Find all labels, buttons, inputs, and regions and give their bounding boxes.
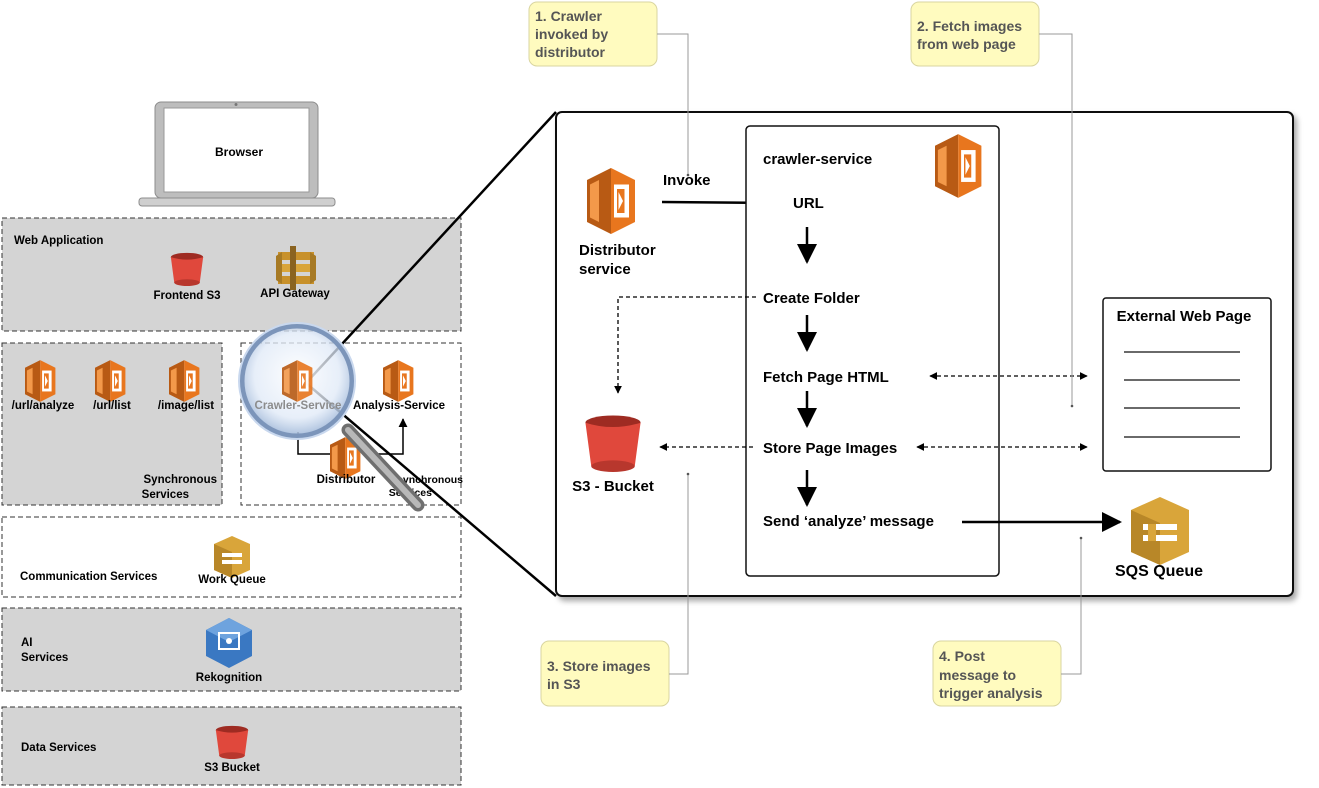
browser-laptop-icon bbox=[138, 101, 336, 207]
api-gateway-icon bbox=[276, 246, 316, 290]
url-list-label: /url/list bbox=[93, 400, 131, 412]
web-application-panel bbox=[1, 217, 462, 332]
url-analyze-lambda-icon bbox=[25, 360, 56, 402]
step-store-images: Store Page Images bbox=[763, 440, 897, 457]
note-1-connector bbox=[657, 33, 689, 175]
frontend-s3-label: Frontend S3 bbox=[153, 290, 220, 302]
step-create-folder: Create Folder bbox=[763, 290, 860, 307]
synchronous-title-line1: Synchronous bbox=[144, 474, 217, 486]
note-3-connector bbox=[669, 474, 689, 675]
step-url: URL bbox=[793, 195, 824, 212]
crawler-service-title: crawler-service bbox=[763, 151, 872, 168]
magnifying-glass-icon bbox=[238, 322, 425, 512]
analysis-service-label: Analysis-Service bbox=[353, 400, 445, 412]
invoke-label: Invoke bbox=[663, 172, 711, 189]
external-web-page-title: External Web Page bbox=[1117, 308, 1252, 325]
s3-bucket-large-label: S3 - Bucket bbox=[572, 478, 654, 495]
note-4-line-3: trigger analysis bbox=[939, 685, 1043, 701]
work-queue-label: Work Queue bbox=[198, 574, 266, 586]
zoom-line-top bbox=[305, 111, 557, 384]
url-analyze-label: /url/analyze bbox=[12, 400, 75, 412]
note-2 bbox=[910, 1, 1040, 67]
step-fetch-html: Fetch Page HTML bbox=[763, 369, 889, 386]
s3-bucket-large-icon bbox=[585, 415, 641, 472]
note-1-dot bbox=[686, 173, 690, 177]
zoom-line-bottom bbox=[305, 382, 557, 597]
ai-title-line2: Services bbox=[21, 652, 68, 664]
frontend-s3-icon bbox=[170, 252, 204, 286]
s3-bucket-label: S3 Bucket bbox=[204, 762, 260, 774]
distributor-label: Distributor bbox=[317, 474, 376, 486]
api-gateway-label: API Gateway bbox=[260, 288, 330, 300]
distributor-service-lambda-icon bbox=[587, 168, 635, 234]
synchronous-title-line2: Services bbox=[142, 489, 189, 501]
rekognition-label: Rekognition bbox=[196, 672, 262, 684]
note-3-dot bbox=[686, 472, 690, 476]
distributor-service-label-line1: Distributor bbox=[579, 242, 656, 259]
distributor-service-label-line2: service bbox=[579, 261, 631, 278]
note-3-line-2: in S3 bbox=[547, 676, 581, 692]
note-2-line-2: from web page bbox=[917, 36, 1016, 52]
data-services-title: Data Services bbox=[21, 742, 96, 754]
image-list-lambda-icon bbox=[169, 360, 200, 402]
note-1-line-3: distributor bbox=[535, 44, 606, 60]
note-4-line-2: message to bbox=[939, 667, 1016, 683]
note-1-line-2: invoked by bbox=[535, 26, 608, 42]
communication-title: Communication Services bbox=[20, 571, 157, 583]
distributor-to-analysis-arrow bbox=[372, 418, 408, 455]
sqs-queue-icon bbox=[1131, 497, 1189, 565]
note-4-dot bbox=[1079, 536, 1083, 540]
rekognition-icon bbox=[206, 618, 252, 668]
crawler-service-box bbox=[745, 125, 1000, 577]
url-list-lambda-icon bbox=[95, 360, 126, 402]
analysis-service-lambda-icon bbox=[383, 360, 414, 402]
crawler-service-lambda-icon bbox=[935, 134, 982, 198]
note-4-connector bbox=[1061, 538, 1082, 675]
sqs-queue-label: SQS Queue bbox=[1115, 563, 1203, 580]
asynchronous-title-line1: Asynchronous bbox=[389, 474, 463, 486]
crawler-service-label: Crawler-Service bbox=[255, 400, 342, 412]
note-4-line-1: 4. Post bbox=[939, 648, 985, 664]
note-2-line-1: 2. Fetch images bbox=[917, 18, 1022, 34]
browser-label: Browser bbox=[215, 145, 263, 159]
note-1-line-1: 1. Crawler bbox=[535, 8, 602, 24]
create-folder-to-s3-arrow bbox=[614, 296, 756, 394]
note-2-dot bbox=[1070, 404, 1074, 408]
step-send-message: Send ‘analyze’ message bbox=[763, 513, 934, 530]
web-application-title: Web Application bbox=[14, 235, 103, 247]
note-2-connector bbox=[1039, 33, 1073, 406]
s3-bucket-icon bbox=[215, 725, 249, 759]
external-web-page-box bbox=[1102, 297, 1272, 472]
ai-title-line1: AI bbox=[21, 637, 33, 649]
note-3-line-1: 3. Store images bbox=[547, 658, 651, 674]
work-queue-sqs-icon bbox=[214, 536, 250, 578]
image-list-label: /image/list bbox=[158, 400, 214, 412]
